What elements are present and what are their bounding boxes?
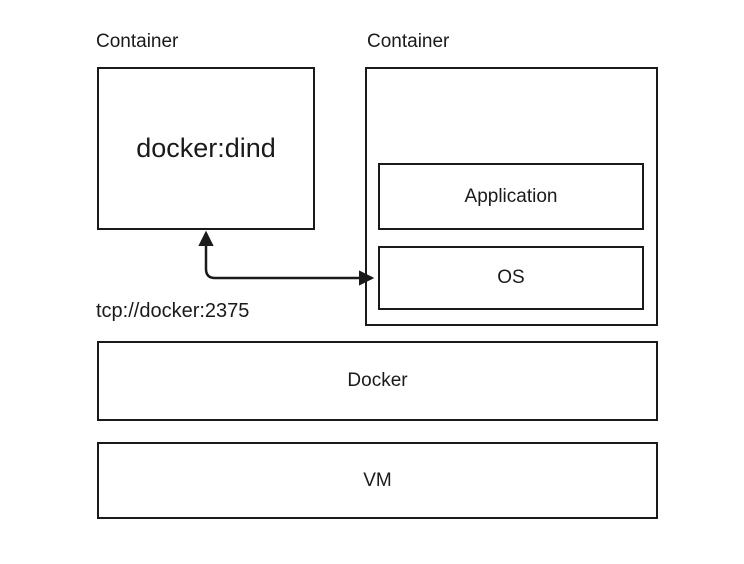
vm-layer-label: VM <box>363 469 392 491</box>
right-container-box: Application OS <box>365 67 658 326</box>
connection-label: tcp://docker:2375 <box>96 300 250 322</box>
docker-dind-box: docker:dind <box>97 67 315 230</box>
application-label: Application <box>464 185 558 207</box>
os-label: OS <box>497 267 525 288</box>
os-box: OS <box>378 246 644 310</box>
vm-layer-box: VM <box>97 442 658 519</box>
docker-layer-box: Docker <box>97 341 658 421</box>
container-label-left: Container <box>96 31 179 52</box>
docker-dind-label: docker:dind <box>136 133 276 163</box>
application-box: Application <box>378 163 644 230</box>
container-label-right: Container <box>367 31 450 52</box>
connection-line <box>198 230 375 286</box>
docker-layer-label: Docker <box>347 370 408 391</box>
